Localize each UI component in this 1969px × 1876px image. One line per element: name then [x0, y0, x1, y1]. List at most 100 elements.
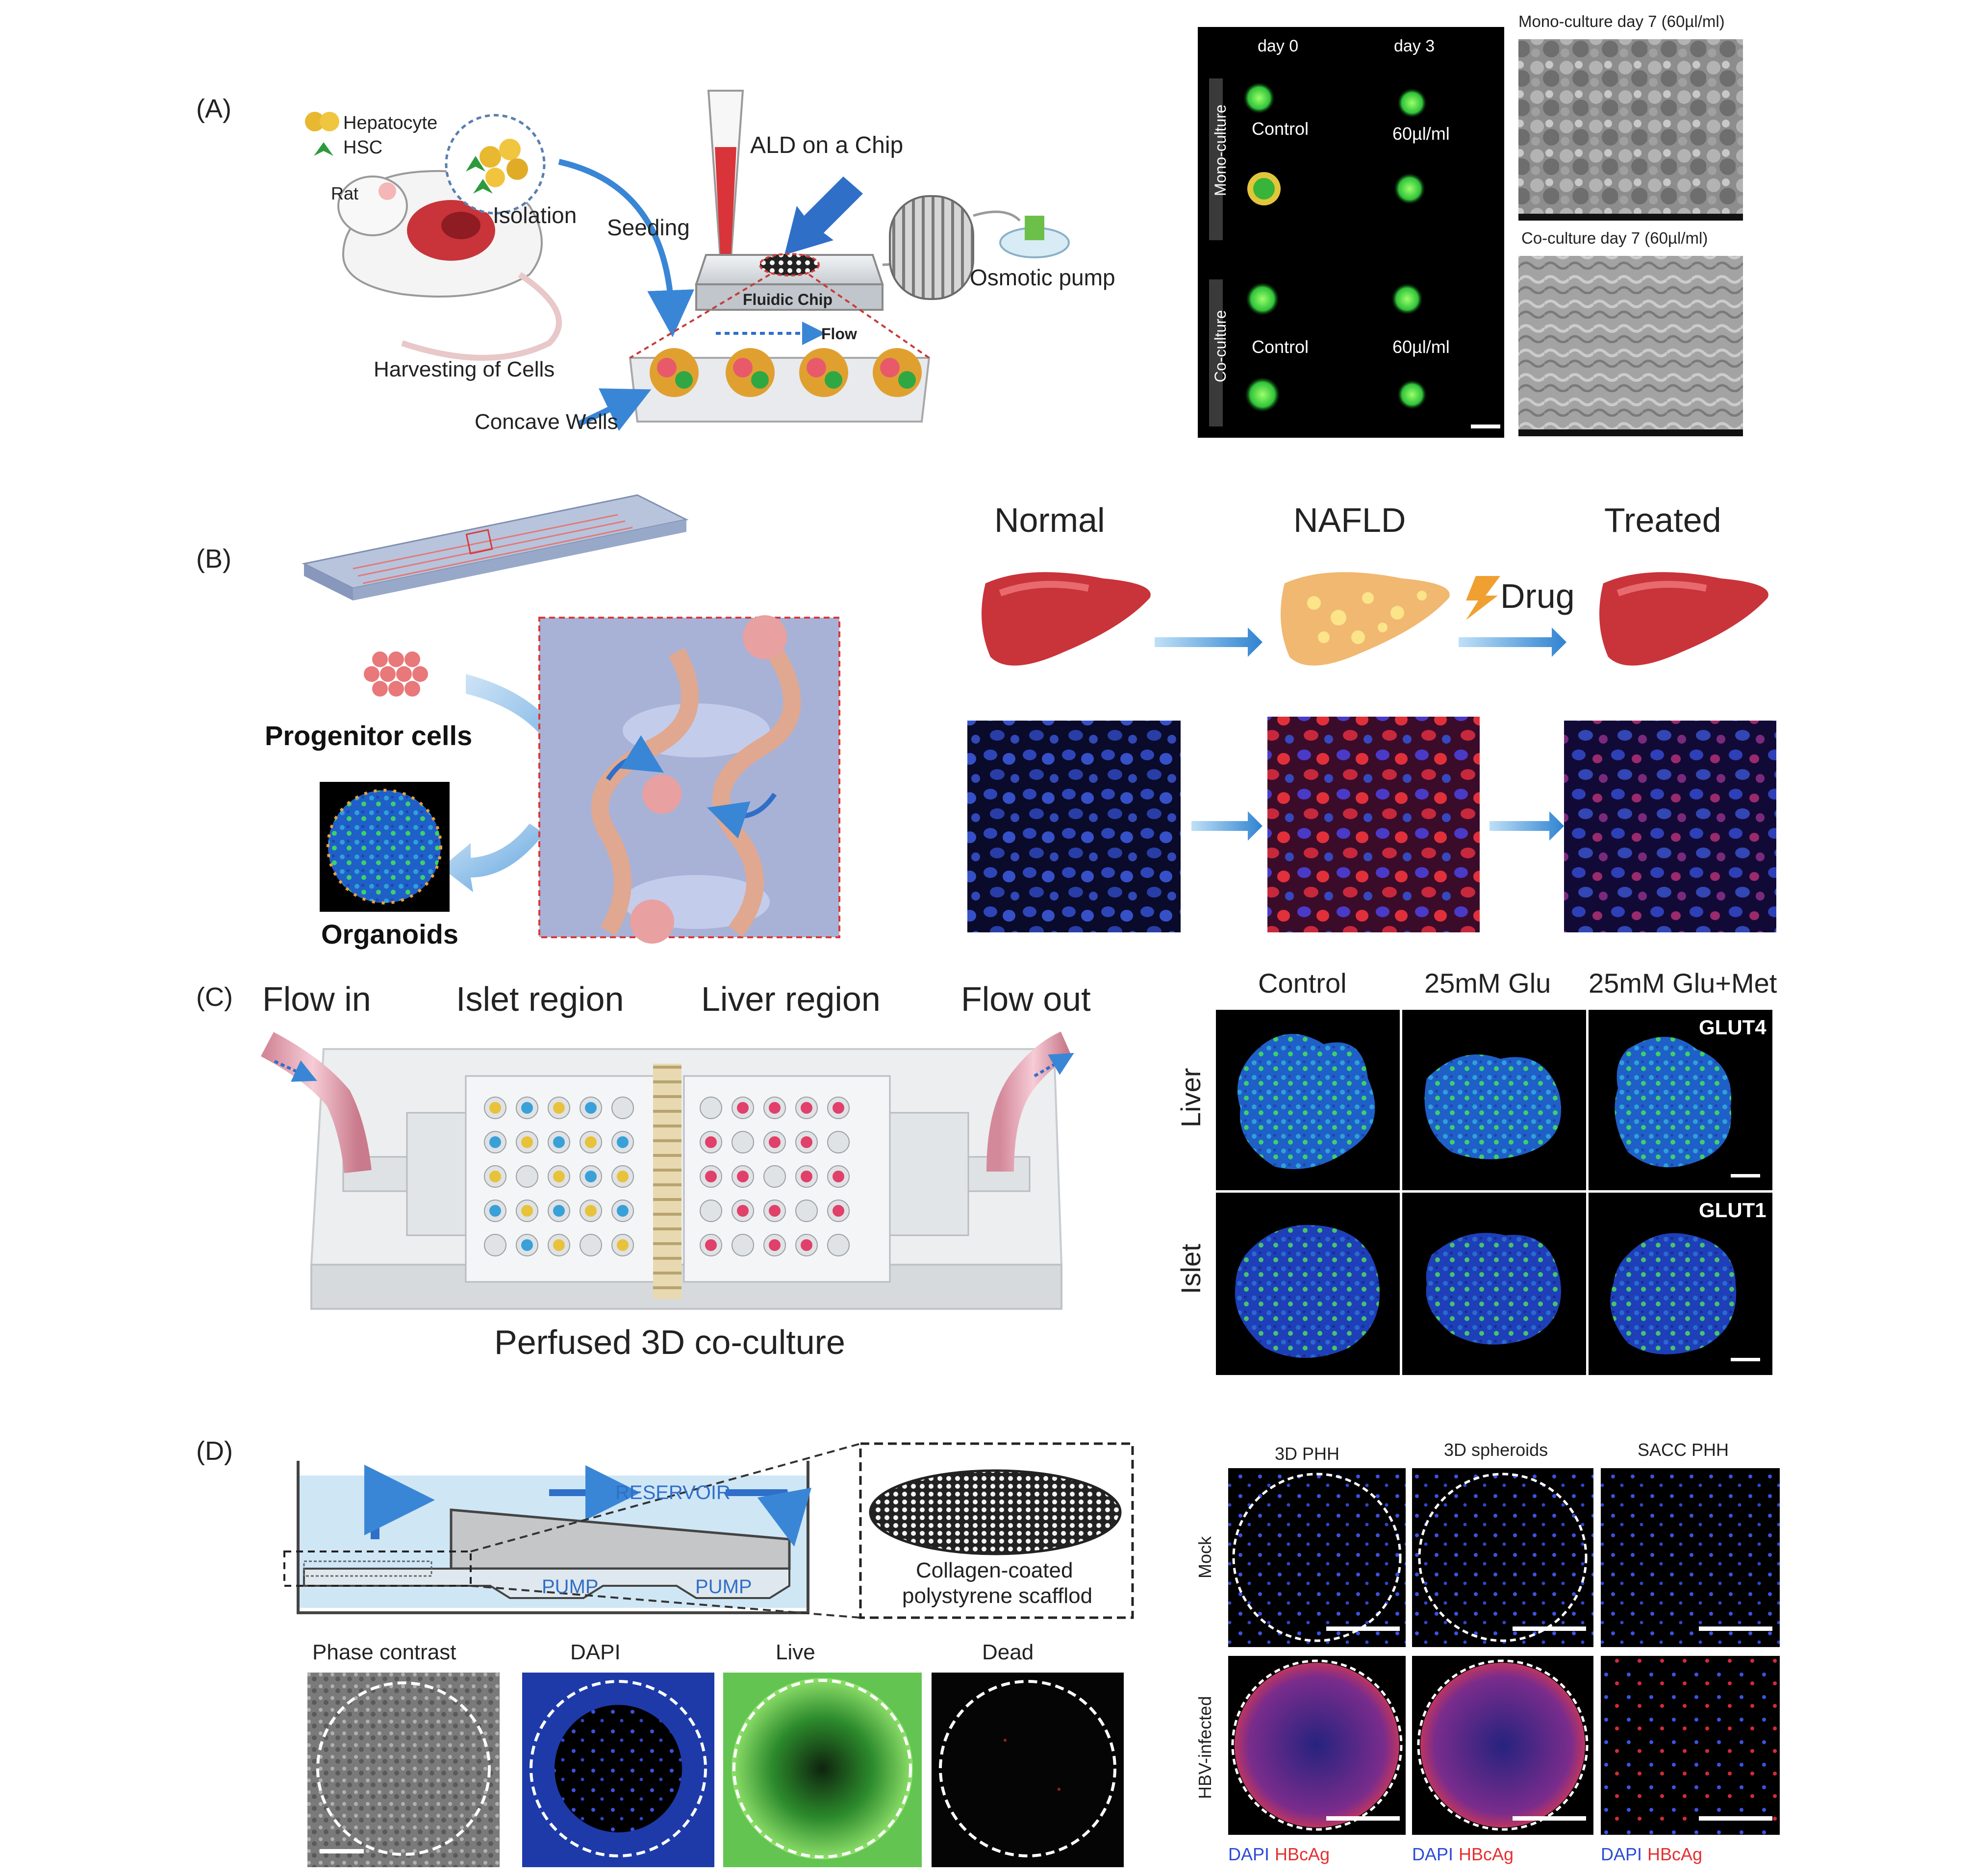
- normal-liver-icon: [982, 572, 1151, 666]
- pipette-icon: [707, 90, 744, 266]
- scaffold-zoom-box: [859, 1442, 1134, 1619]
- arrow-nafld-to-treated: [1459, 627, 1566, 657]
- legend-hbcag-2: HBcAg: [1459, 1844, 1514, 1864]
- co-control-label: Control: [1252, 337, 1309, 357]
- islet-control-tissue: [1235, 1225, 1380, 1358]
- live-label: Live: [776, 1640, 815, 1664]
- nafld-stain-image: [1267, 717, 1480, 932]
- nafld-fat-droplets: [1307, 591, 1427, 644]
- concave-wells-label: Concave Wells: [475, 410, 618, 434]
- islet-glu-met-tissue: [1610, 1233, 1737, 1354]
- arrow-stain-1: [1191, 811, 1262, 841]
- hbv-3dphh-sphere: [1235, 1663, 1399, 1827]
- isolation-label: Isolation: [493, 202, 577, 228]
- scaffold-line1-label: Collagen-coated: [916, 1558, 1073, 1582]
- drug-bolt-icon: [1466, 576, 1500, 620]
- hbv-sacc-image: [1601, 1656, 1780, 1835]
- col-3dphh-label: 3D PHH: [1275, 1444, 1339, 1464]
- scale-bar: [1471, 425, 1500, 428]
- sem-mono-footer: [1518, 214, 1743, 221]
- islet-well-array: [484, 1097, 634, 1256]
- row-islet-label: Islet: [1175, 1244, 1206, 1294]
- col-sacc-label: SACC PHH: [1638, 1440, 1729, 1460]
- pump-label-1: PUMP: [542, 1576, 599, 1598]
- islet-scale-bar: [1731, 1358, 1760, 1361]
- legend-dapi-2: DAPI: [1412, 1844, 1453, 1864]
- seeding-label: Seeding: [607, 215, 690, 240]
- nafld-label: NAFLD: [1293, 501, 1406, 539]
- panel-a-letter: (A): [196, 94, 231, 124]
- dead-cell-dot: [1058, 1788, 1060, 1791]
- panel-a: (A) Hepatocyte HSC Rat Iso: [196, 12, 1743, 438]
- hbv-spheroid-sphere: [1420, 1663, 1585, 1827]
- mono-culture-label: Mono-culture: [1212, 104, 1229, 196]
- dapi-center: [555, 1705, 682, 1832]
- panel-d-letter: (D): [196, 1436, 233, 1466]
- sem-mono-label: Mono-culture day 7 (60µl/ml): [1518, 12, 1725, 30]
- zoom-channels: [591, 615, 801, 944]
- col-glu-met-label: 25mM Glu+Met: [1589, 968, 1777, 999]
- day3-label: day 3: [1394, 37, 1435, 55]
- co-culture-label: Co-culture: [1212, 310, 1229, 382]
- panel-b: (B) Progenitor cells: [196, 494, 1776, 950]
- mono-culture-bar: [1209, 78, 1223, 240]
- mono-dose-label: 60µl/ml: [1392, 124, 1450, 144]
- hbv-spheroid-outline: [1417, 1659, 1589, 1831]
- legend-dapi-1: DAPI: [1228, 1844, 1269, 1864]
- scaffold-line2-label: polystyrene scafflod: [902, 1584, 1092, 1608]
- liver-glu-met-tissue: [1615, 1037, 1732, 1168]
- osmotic-pump-label: Osmotic pump: [970, 265, 1115, 290]
- legend-hepatocyte-label: Hepatocyte: [343, 113, 437, 133]
- mock-spheroid-scale: [1513, 1626, 1586, 1631]
- sem-co-footer: [1518, 429, 1743, 436]
- legend-hsc-label: HSC: [343, 137, 382, 158]
- hsc-legend-icon: [314, 142, 333, 156]
- normal-stain-image: [967, 721, 1181, 932]
- co-culture-bar: [1209, 279, 1223, 426]
- hbv-sacc-scale: [1699, 1816, 1772, 1821]
- phase-well-outline: [316, 1681, 491, 1856]
- sem-co-image: [1518, 256, 1743, 436]
- microfluidic-chip: [302, 494, 689, 600]
- panel-d: (D) RESERVOIR PUMP PUMP Collagen-coated …: [196, 1436, 1780, 1867]
- live-well-outline: [732, 1679, 912, 1858]
- liver-region-label: Liver region: [701, 980, 881, 1018]
- normal-label: Normal: [994, 501, 1105, 539]
- liver-well-array: [700, 1097, 850, 1256]
- flow-in-label: Flow in: [262, 980, 371, 1018]
- isolation-bubble: [445, 114, 546, 215]
- islet-region-label: Islet region: [456, 980, 624, 1018]
- mock-sacc-image: [1601, 1468, 1780, 1647]
- glut1-label: GLUT1: [1699, 1199, 1767, 1222]
- flow-out-label: Flow out: [961, 980, 1091, 1018]
- sem-co-label: Co-culture day 7 (60µl/ml): [1521, 229, 1708, 247]
- pump-label-2: PUMP: [695, 1576, 752, 1598]
- coculture-device: [310, 1048, 1063, 1310]
- harvesting-label: Harvesting of Cells: [374, 357, 555, 381]
- legend-hbcag-1: HBcAg: [1275, 1844, 1330, 1864]
- mock-spheroid-image: [1412, 1468, 1593, 1647]
- hbv-3dphh-scale: [1326, 1816, 1400, 1821]
- treated-liver-highlight: [1616, 581, 1707, 597]
- hbv-3dphh-outline: [1231, 1659, 1403, 1831]
- live-center: [732, 1678, 913, 1859]
- fluidic-chip-label: Fluidic Chip: [743, 291, 833, 308]
- organoid-speckles: [327, 789, 442, 904]
- mock-3dphh-outline: [1232, 1473, 1402, 1642]
- mock-3dphh-image: [1228, 1468, 1406, 1647]
- sem-mono-image: [1518, 39, 1743, 221]
- col-control-label: Control: [1258, 968, 1347, 999]
- organoid-sphere: [328, 790, 441, 903]
- liver-control-tissue: [1237, 1034, 1375, 1169]
- hbv-spheroid-scale: [1513, 1816, 1586, 1821]
- row-mock-label: Mock: [1195, 1536, 1215, 1578]
- ald-on-chip-label: ALD on a Chip: [750, 132, 903, 158]
- mock-spheroid-outline: [1418, 1473, 1588, 1642]
- seeding-arrow: [558, 159, 695, 337]
- rat-label: Rat: [331, 183, 358, 203]
- outlet-arrow: [1034, 1052, 1074, 1077]
- fluorescence-panel: [1198, 27, 1504, 438]
- progenitor-cells-icon: [364, 651, 428, 697]
- treated-liver-icon: [1599, 572, 1768, 666]
- fluidic-chip: [695, 253, 884, 311]
